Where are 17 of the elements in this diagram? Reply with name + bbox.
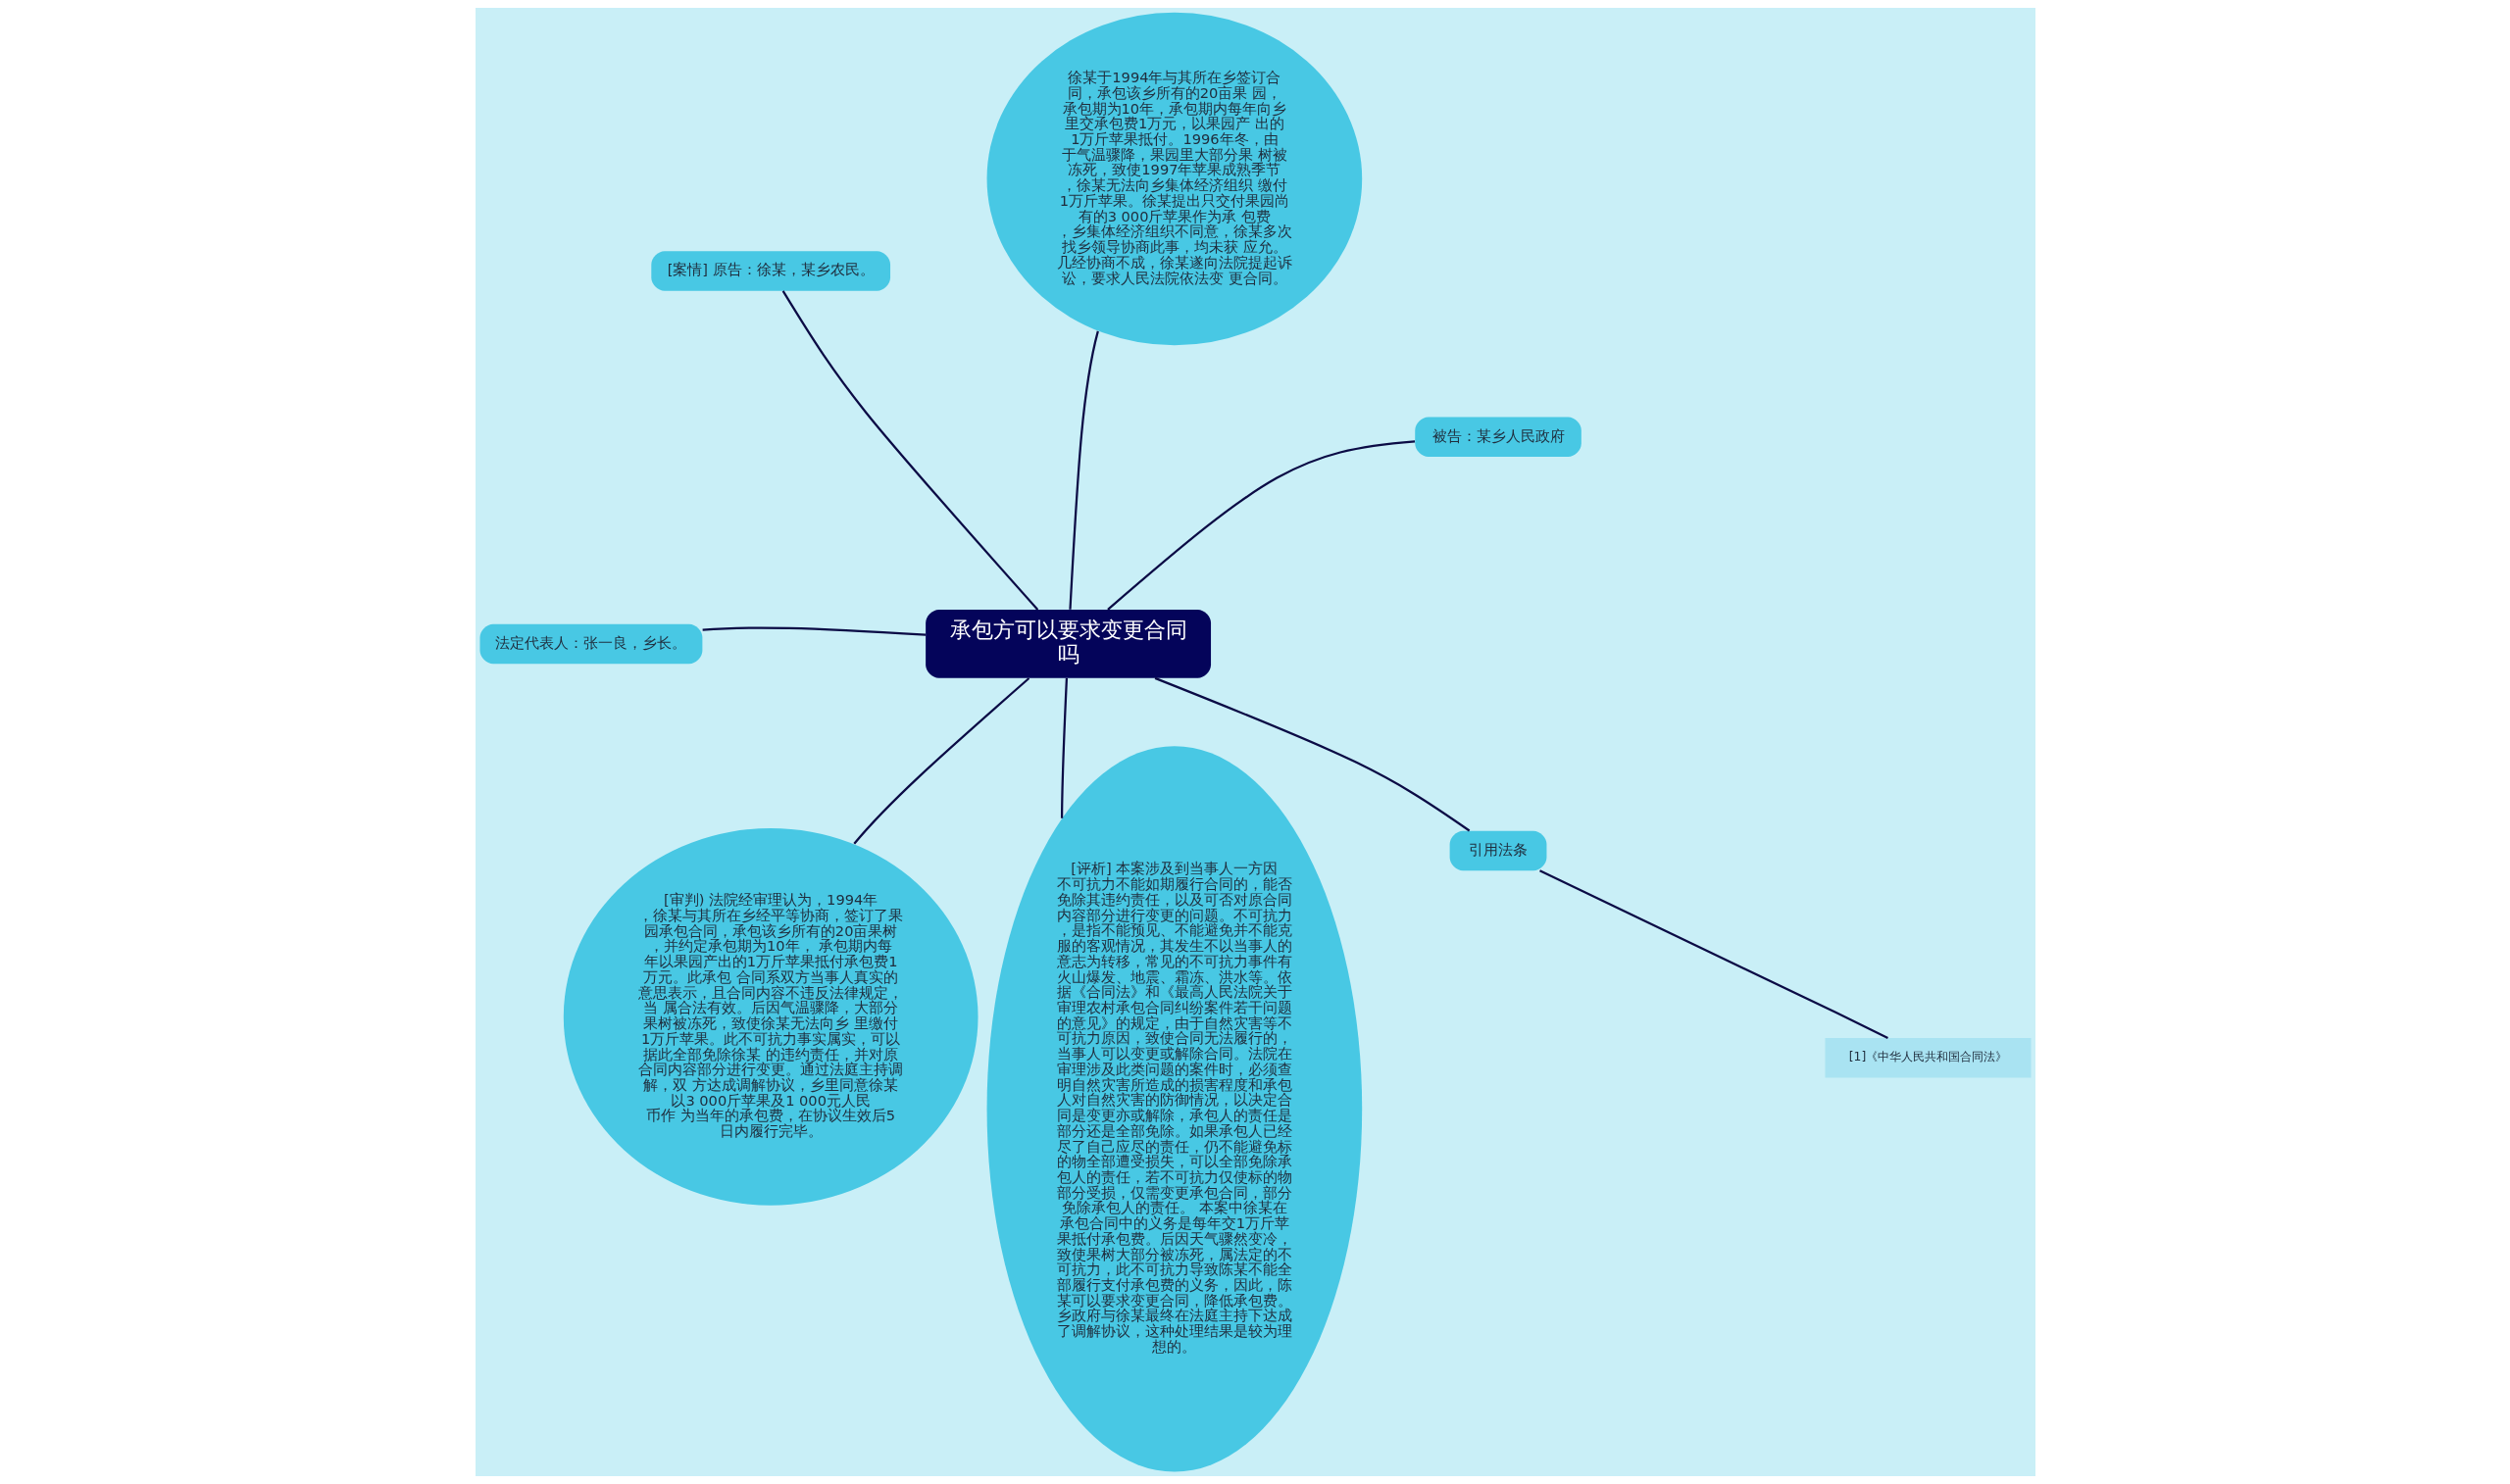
node-box: 引用法条 xyxy=(1449,830,1546,871)
connector xyxy=(1154,676,1470,832)
node-ellipse: [评析] 本案涉及到当事人一方因不可抗力不能如期履行合同的，能否免除其违约责任，以及可否对原合同内容部分进行变更的问题。不可抗力，是指不能预见、不能避免并不能克服的客观情况，其发生不以当事人的意志为转移，常见的不可抗力事件有火山爆发、地震、霜冻、洪水等。依据《合同法》和《最高人民法院关于审理农村承包合同纠纷案件若干问题的意见》的规定，由于自然灾害等不可抗力原因，致使合同无法履行的，当事人可以变更或解除合同。法院在审理涉及此类问题的案件时，必须查明自然灾害所造成的损害程度和承包人对自然灾害的防御情况，以决定合同是变更亦或解除，承包人的责任是部分还是全部免除。如果承包人已经尽了自己应尽的责任，仍不能避免标的物全部遭受损失，可以全部免除承包人的责任，若不可抗力仅使标的物部分受损，仅需变更承包合同，部分免除承包人的责任。 本案中徐某在承包合同中的义务是每年交1万斤苹果抵付承包费。后因天气骤然变冷，致使果树大部分被冻死，属法定的不可抗力，此不可抗力导致陈某不能全部履行支付承包费的义务，因此，陈某可以要求变更合同，降低承包费。乡政府与徐某最终在法庭主持下达成了调解协议，这种处理结果是较为理想的。 xyxy=(986,746,1362,1472)
node-box: 被告：某乡人民政府 xyxy=(1414,417,1581,457)
node-ellipse: 徐某于1994年与其所在乡签订合同，承包该乡所有的20亩果 园，承包期为10年，承包期内每年向乡里交承包费1万元，以果园产 出的1万斤苹果抵付。1996年冬，由于气温骤降，果园里大部分果 树被冻死，致使1997年苹果成熟季节，徐某无法向乡集体经济组织 缴付1万斤苹果。徐某提出只交付果园尚有的3 000斤苹果作为承 包费，乡集体经济组织不同意，徐某多次找乡领导协商此事，均未获 应允。几经协商不成，徐某遂向法院提起诉讼，要求人民法院依法变 更合同。 xyxy=(986,12,1362,346)
connector xyxy=(781,290,1038,611)
connector xyxy=(1068,330,1099,610)
connector xyxy=(1538,869,1888,1039)
connector xyxy=(852,677,1029,845)
node-box: [1]《中华人民共和国合同法》 xyxy=(1824,1038,2031,1078)
node-box: 承包方可以要求变更合同吗 xyxy=(925,610,1211,678)
node-box: [案情] 原告：徐某，某乡农民。 xyxy=(650,251,890,291)
connector xyxy=(702,626,926,636)
connector xyxy=(1106,440,1415,611)
node-circle: [审判) 法院经审理认为，1994年，徐某与其所在乡经平等协商，签订了果园承包合同，承包该乡所有的20亩果树，并约定承包期为10年， 承包期内每年以果园产出的1万斤苹果抵付承包费1万元。此承包 合同系双方当事人真实的意思表示，且合同内容不违反法律规定，当 属合法有效。后因气温骤降，大部分果树被冻死，致使徐某无法向乡 里缴付1万斤苹果。此不可抗力事实属实，可以据此全部免除徐某 的违约责任，并对原合同内容部分进行变更。通过法庭主持调解，双 方达成调解协议，乡里同意徐某以3 000斤苹果及1 000元人民币作 为当年的承包费，在协议生效后5日内履行完毕。 xyxy=(563,828,979,1206)
node-box: 法定代表人：张一良，乡长。 xyxy=(479,623,702,665)
connector xyxy=(1060,677,1068,818)
